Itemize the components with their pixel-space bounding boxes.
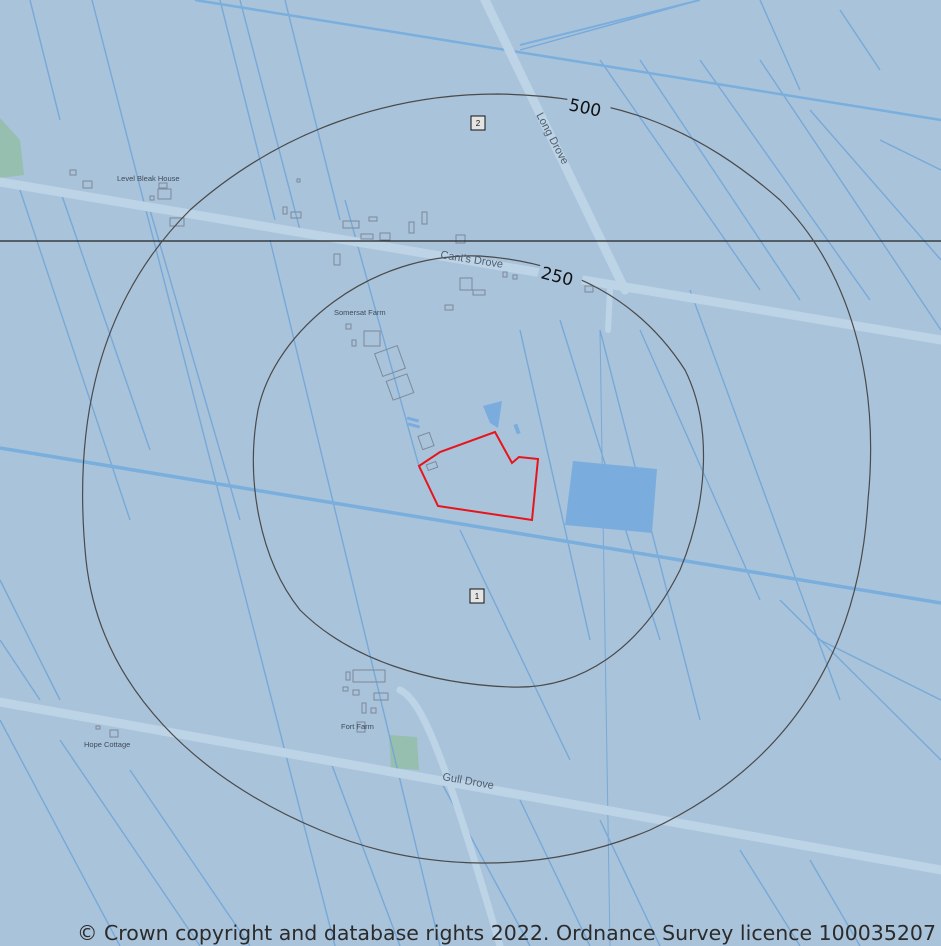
place-label-fort-farm: Fort Farm [341, 722, 374, 731]
buffer-ring-500m [82, 93, 872, 864]
marker-1: 1 [469, 588, 485, 604]
water-bodies [406, 401, 657, 533]
place-label-hope-cottage: Hope Cottage [84, 740, 130, 749]
place-label-somersat-farm: Somersat Farm [334, 308, 386, 317]
copyright-notice: © Crown copyright and database rights 20… [77, 921, 936, 945]
marker-2: 2 [470, 115, 486, 131]
green-areas [0, 118, 419, 770]
buffer-ring-250m [252, 255, 705, 688]
site-boundary [417, 430, 540, 522]
buildings [69, 169, 594, 738]
marker-1-label: 1 [475, 592, 480, 601]
place-label-level-bleak-house: Level Bleak House [117, 174, 180, 183]
main-drains [0, 0, 941, 605]
marker-2-label: 2 [476, 119, 481, 128]
